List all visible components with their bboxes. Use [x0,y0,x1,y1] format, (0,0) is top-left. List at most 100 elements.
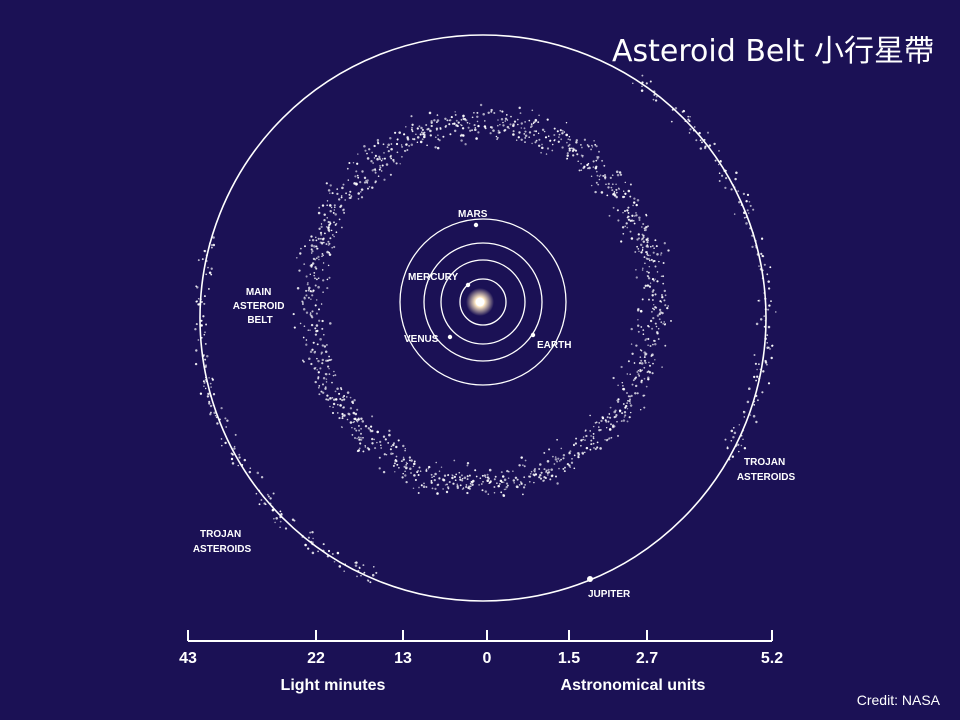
asteroid-dot [328,224,331,227]
asteroid-dot [326,217,328,219]
asteroid-dot [561,132,564,135]
asteroid-dot [460,474,463,477]
asteroid-dot [416,471,419,474]
asteroid-dot [328,355,331,358]
asteroid-dot [642,240,646,243]
asteroid-dot [346,391,350,394]
asteroid-dot [607,182,610,186]
asteroid-dot [314,333,318,336]
asteroid-dot [645,251,648,253]
asteroid-dot [594,166,598,170]
asteroid-dot [524,459,527,462]
asteroid-dot [625,222,628,225]
asteroid-dot [326,394,329,397]
asteroid-dot [667,249,670,252]
asteroid-dot [629,219,632,222]
asteroid-dot [516,478,519,481]
asteroid-dot [604,438,606,441]
asteroid-dot [453,129,457,133]
asteroid-dot [316,247,319,250]
asteroid-dot [654,99,658,102]
asteroid-dot [513,482,515,484]
asteroid-dot [660,275,663,278]
asteroid-dot [737,443,740,446]
asteroid-dot [505,486,508,489]
asteroid-dot [462,134,465,137]
asteroid-dot [643,377,646,380]
astronomical-units-title: Astronomical units [561,677,706,694]
asteroid-dot [643,229,646,232]
asteroid-dot [205,364,207,367]
asteroid-dot [537,121,540,124]
asteroid-dot [610,436,613,439]
asteroid-dot [523,465,526,468]
asteroid-dot [291,518,295,521]
asteroid-dot [389,448,392,451]
asteroid-dot [209,413,212,416]
asteroid-dot [660,254,662,256]
asteroid-dot [444,117,447,120]
asteroid-dot [522,493,524,496]
asteroid-dot [746,193,750,197]
asteroid-dot [538,468,541,470]
asteroid-dot [539,463,542,466]
asteroid-dot [395,142,399,146]
asteroid-dot [652,259,655,262]
asteroid-dot [651,290,654,293]
asteroid-dot [724,186,727,190]
asteroid-dot [412,487,415,490]
asteroid-dot [580,162,582,165]
asteroid-dot [755,379,758,382]
asteroid-dot [404,449,406,452]
asteroid-dot [505,482,509,485]
asteroid-dot [431,487,434,490]
asteroid-dot [598,429,601,432]
asteroid-dot [231,462,235,465]
asteroid-dot [518,464,521,467]
asteroid-dot [332,374,335,377]
asteroid-dot [403,465,406,468]
asteroid-dot [324,387,327,391]
asteroid-dot [524,136,527,139]
asteroid-dot [596,174,599,177]
asteroid-dot [640,359,643,362]
asteroid-dot [480,483,483,485]
asteroid-dot [341,415,344,418]
asteroid-dot [325,381,328,383]
asteroid-dot [570,147,573,150]
asteroid-dot [487,493,490,495]
asteroid-dot [314,327,317,330]
asteroid-dot [528,136,531,139]
asteroid-dot [629,373,631,375]
asteroid-dot [584,430,587,432]
asteroid-dot [295,256,298,259]
asteroid-dot [365,179,367,182]
asteroid-dot [376,441,378,444]
asteroid-dot [334,374,337,377]
asteroid-dot [749,204,752,207]
asteroid-dot [551,143,554,146]
asteroid-dot [609,406,612,409]
asteroid-dot [647,370,650,373]
asteroid-dot [627,211,630,214]
asteroid-dot [489,132,492,135]
asteroid-dot [199,392,203,395]
asteroid-dot [718,150,720,152]
asteroid-dot [656,253,659,256]
asteroid-dot [339,205,342,209]
asteroid-dot [329,192,331,194]
asteroid-dot [430,121,433,124]
asteroid-dot [618,409,622,412]
asteroid-dot [645,385,648,388]
jupiter-label: JUPITER [588,589,631,600]
asteroid-dot [357,436,360,439]
asteroid-dot [348,193,351,196]
asteroid-dot [622,387,625,391]
asteroid-dot [207,266,209,269]
asteroid-dot [298,269,301,272]
asteroid-dot [558,460,561,462]
asteroid-dot [756,375,759,378]
asteroid-dot [320,390,323,393]
asteroid-dot [654,239,657,242]
asteroid-dot [506,125,510,129]
